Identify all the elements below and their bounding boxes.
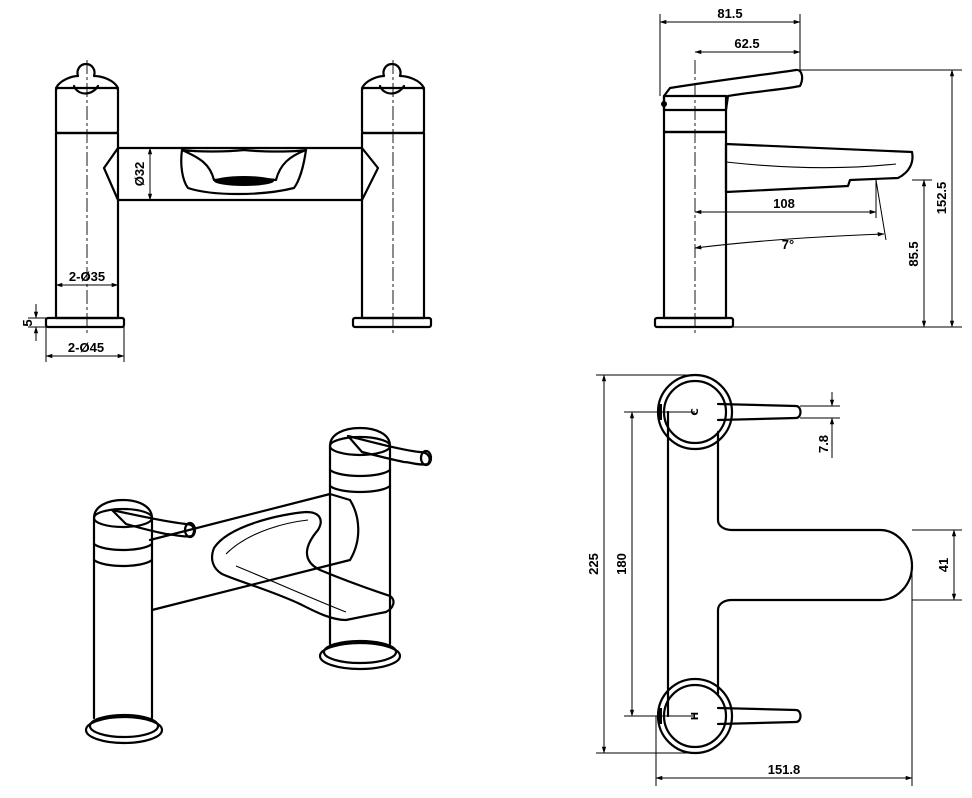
side-view: 81.5 62.5 108 7° 152.5 85.5	[653, 6, 962, 335]
dim-angle: 7°	[782, 237, 794, 252]
hot-label: H	[690, 712, 701, 720]
dim-centres: 180	[614, 553, 629, 575]
dimensions-plan: 7.8 41 225 180 151.8	[586, 374, 962, 786]
dim-total-depth: 151.8	[768, 762, 801, 777]
dim-lever-length: 62.5	[734, 36, 759, 51]
back-pillar	[318, 426, 433, 671]
front-view: Ø32 2-Ø35 2-Ø45 5	[20, 60, 433, 362]
dim-lever-width: 7.8	[816, 435, 831, 453]
dim-spout-reach: 108	[773, 196, 795, 211]
dim-pillar-diameter: 2-Ø35	[69, 269, 105, 284]
dim-spout-height: 85.5	[906, 241, 921, 266]
spout-body	[102, 146, 380, 202]
dim-body-diameter: Ø32	[132, 162, 147, 187]
side-lever	[662, 68, 804, 112]
side-spout	[724, 142, 914, 194]
dim-spout-width: 41	[936, 558, 951, 572]
dim-lever-reach: 81.5	[717, 6, 742, 21]
dim-total-height: 152.5	[934, 182, 949, 215]
dim-base-height: 5	[20, 319, 35, 326]
right-pillar	[351, 60, 433, 336]
cold-label: C	[690, 408, 701, 415]
dim-base-diameter: 2-Ø45	[68, 340, 104, 355]
front-pillar	[84, 498, 197, 745]
perspective-spout	[148, 492, 395, 622]
dim-total-length: 225	[586, 553, 601, 575]
left-pillar	[44, 60, 126, 336]
plan-view: C H 7.8 41 225	[586, 373, 962, 786]
dimensions-front: Ø32 2-Ø35 2-Ø45 5	[20, 147, 153, 362]
perspective-view	[84, 426, 433, 745]
dimensions-side: 81.5 62.5 108 7° 152.5 85.5	[659, 6, 962, 328]
